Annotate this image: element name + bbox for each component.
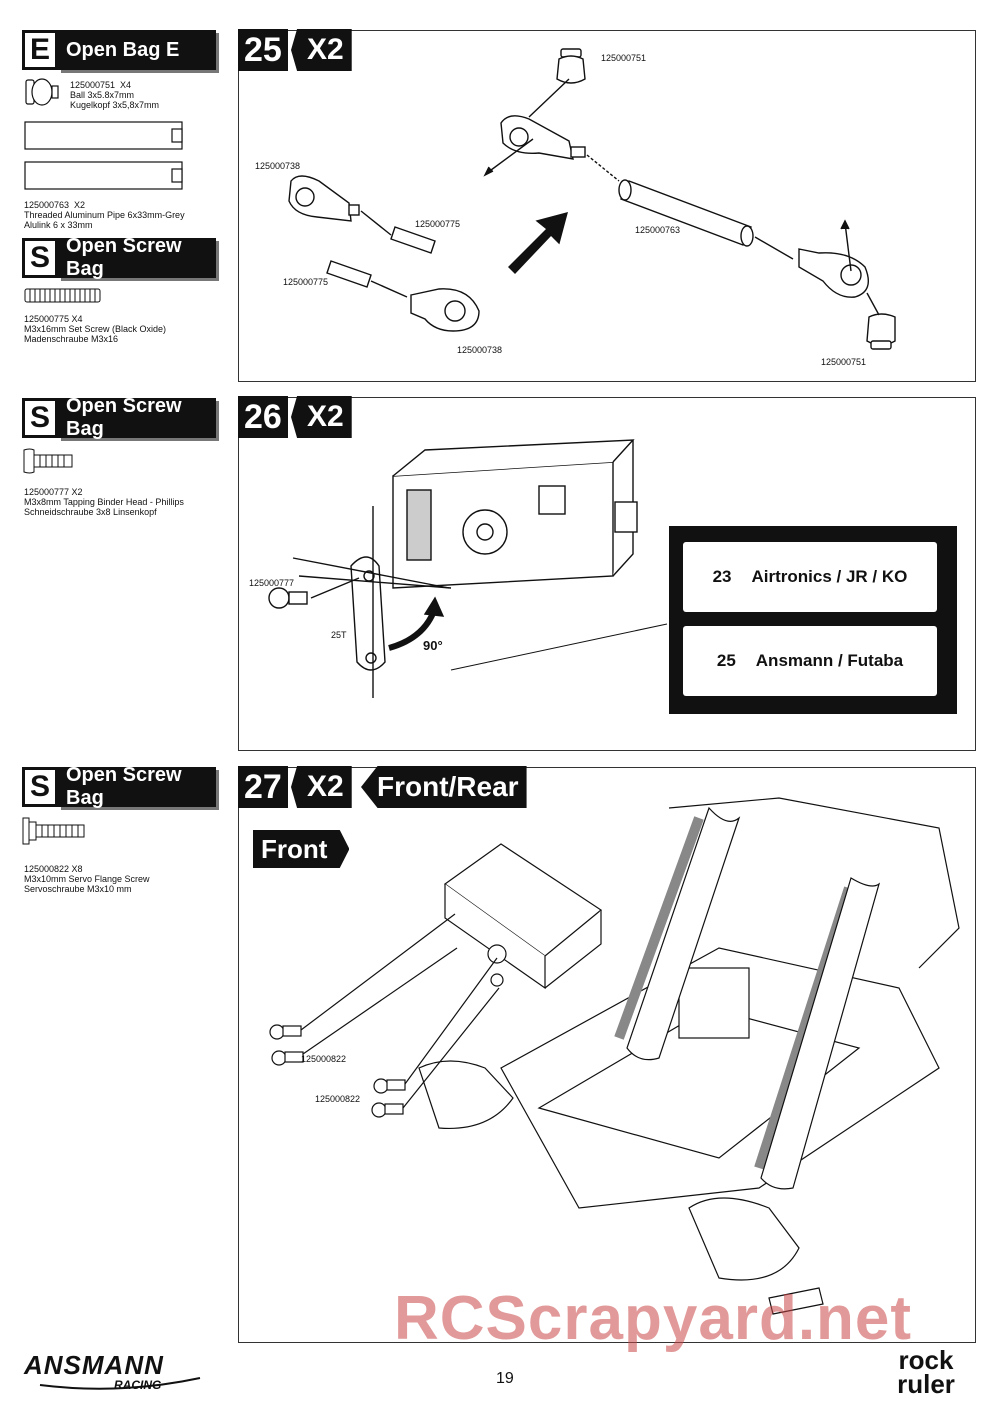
- step-number: 27: [238, 766, 288, 808]
- binder-screw-icon: [23, 448, 73, 474]
- rod-end-icon: [500, 115, 586, 160]
- bag-e-header: E Open Bag E: [22, 30, 216, 70]
- bag-letter: E: [22, 30, 58, 70]
- part-label: 125000822: [315, 1094, 361, 1104]
- step-25-drawing: [288, 48, 896, 350]
- step-27-drawing: [269, 797, 960, 1315]
- screw-bag-header-2: S Open Screw Bag: [22, 395, 216, 440]
- flange-screw-icon: [22, 817, 85, 845]
- step-subtitle: Front: [253, 830, 350, 868]
- part-751-text: 125000751 X4 Ball 3x5.8x7mm Kugelkopf 3x…: [70, 80, 160, 110]
- servo-option-row: 25 Ansmann / Futaba: [683, 626, 937, 696]
- part-label: 125000738: [255, 161, 301, 171]
- tapping-screw-icon: [268, 587, 308, 609]
- servo-icon: [392, 439, 638, 589]
- brand-sub: RACING: [114, 1378, 162, 1392]
- ball-bottom-icon: [866, 313, 896, 350]
- bag-letter: S: [22, 238, 58, 278]
- servo-icon: [443, 843, 603, 990]
- rod-end-left-icon: [288, 175, 360, 222]
- step-multiplier: X2: [291, 766, 352, 808]
- chassis-icon: [500, 797, 960, 1209]
- pipe-part-icon: [24, 121, 183, 190]
- servo-horn-icon: [350, 556, 386, 671]
- part-label: 125000822: [301, 1054, 347, 1064]
- screw-bag-header-1: S Open Screw Bag: [22, 235, 216, 280]
- step-26-drawing: [268, 439, 668, 698]
- page-number: 19: [496, 1370, 514, 1387]
- servo-option-num: 25: [716, 651, 736, 670]
- bag-title: Open Screw Bag: [58, 235, 216, 280]
- bag-title: Open Bag E: [58, 30, 216, 70]
- part-label: 125000775: [283, 277, 329, 287]
- servo-option-row: 23 Airtronics / JR / KO: [683, 542, 937, 612]
- angle-label: 90°: [423, 638, 443, 653]
- aluminum-pipe-icon: [618, 179, 754, 247]
- servo-option-brand: Ansmann / Futaba: [755, 651, 904, 670]
- axle-knuckle-icon: [418, 1060, 824, 1315]
- part-label: 125000738: [457, 345, 503, 355]
- ball-icon: [556, 48, 586, 84]
- servo-options-table: 23 Airtronics / JR / KO 25 Ansmann / Fut…: [669, 526, 957, 714]
- shock-absorber-icon: [614, 806, 881, 1190]
- brand-logo: ANSMANN: [24, 1350, 164, 1380]
- step-27-panel: 27 X2 Front/Rear Front 125000822 1250008…: [238, 766, 976, 1343]
- part-822-text: 125000822 X8 M3x10mm Servo Flange Screw …: [24, 864, 150, 894]
- flange-screw-icon: [269, 1024, 406, 1118]
- bag-letter: S: [22, 767, 58, 807]
- horn-label: 25T: [331, 630, 347, 640]
- part-label: 125000763: [635, 225, 681, 235]
- step-title: Front/Rear: [361, 766, 527, 808]
- bag-title: Open Screw Bag: [58, 764, 216, 809]
- step-number: 25: [238, 29, 288, 71]
- screw-bag-header-3: S Open Screw Bag: [22, 764, 216, 809]
- part-label: 125000751: [821, 357, 867, 367]
- servo-option-brand: Airtronics / JR / KO: [751, 567, 908, 586]
- step-25-panel: 25 X2 125000751 125000738 125000775 1250…: [238, 29, 976, 382]
- watermark: RCScrapyard.net: [394, 1284, 913, 1353]
- product-logo: rock ruler: [897, 1345, 955, 1399]
- part-775-text: 125000775 X4 M3x16mm Set Screw (Black Ox…: [24, 314, 167, 344]
- step-26-panel: 23 Airtronics / JR / KO 25 Ansmann / Fut…: [238, 396, 976, 751]
- step-multiplier: X2: [291, 396, 352, 438]
- part-763-text: 125000763 X2 Threaded Aluminum Pipe 6x33…: [24, 200, 185, 230]
- step-multiplier: X2: [291, 29, 352, 71]
- rod-end-right-icon: [798, 248, 869, 298]
- set-screw-icon: [24, 288, 101, 303]
- part-777-text: 125000777 X2 M3x8mm Tapping Binder Head …: [24, 487, 184, 517]
- servo-option-num: 23: [712, 567, 732, 586]
- ball-part-icon: [25, 78, 59, 106]
- bag-title: Open Screw Bag: [58, 395, 216, 440]
- rod-end-lower-icon: [410, 288, 480, 332]
- bag-letter: S: [22, 398, 58, 438]
- part-label: 125000775: [415, 219, 461, 229]
- step-number: 26: [238, 396, 288, 438]
- part-label: 125000777: [249, 578, 295, 588]
- set-screw-icon: [326, 226, 436, 288]
- part-label: 125000751: [601, 53, 647, 63]
